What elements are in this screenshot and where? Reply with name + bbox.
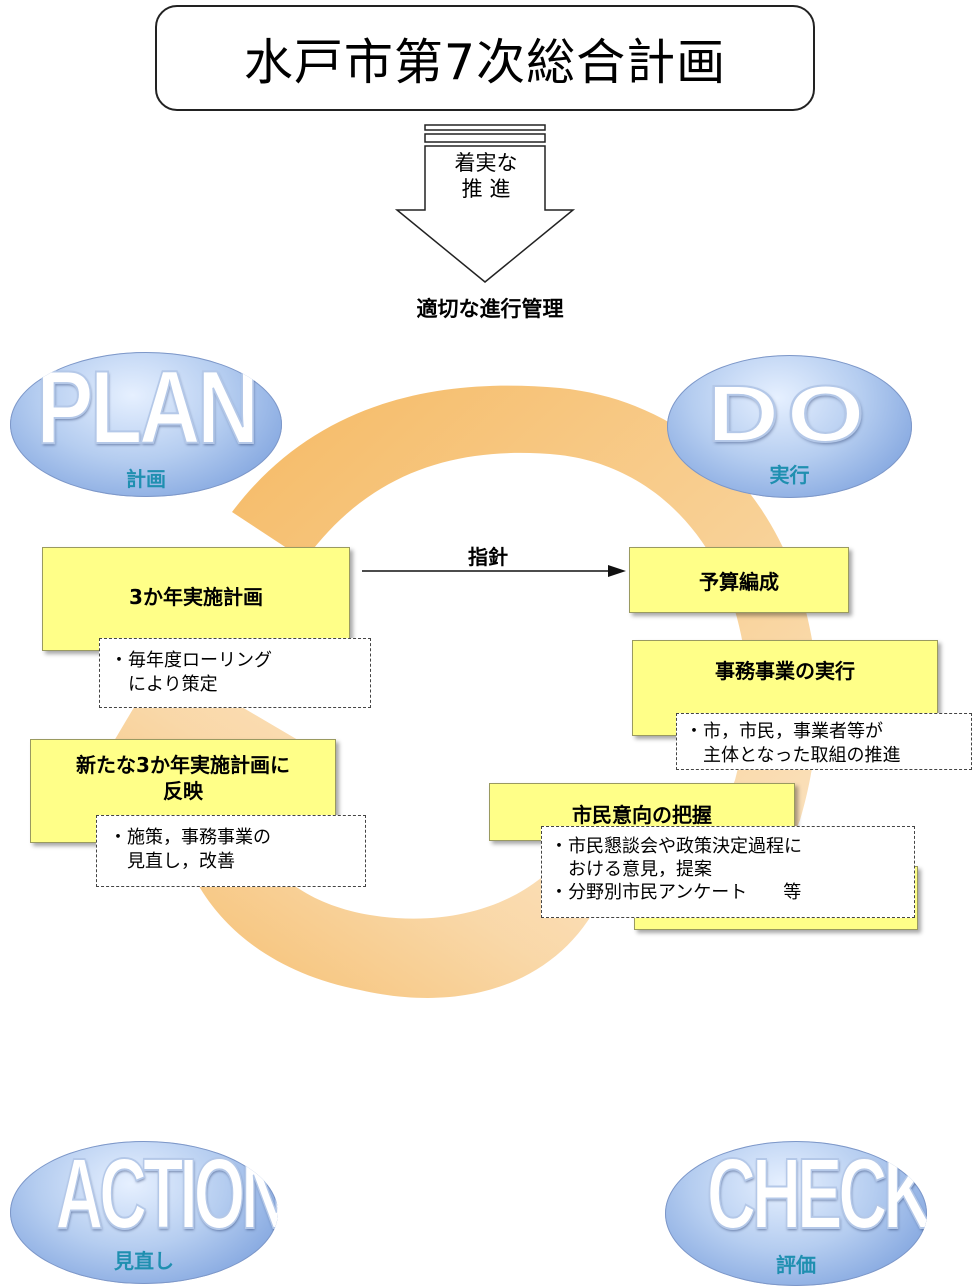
note-line: ・市，市民，事業者等が <box>685 721 883 742</box>
execution-note: ・市，市民，事業者等が 主体となった取組の推進 <box>676 713 972 770</box>
citizen-note: ・市民懇談会や政策決定過程に おける意見，提案 ・分野別市民アンケート 等 <box>541 826 915 918</box>
note-line: 見直し，改善 <box>109 851 235 872</box>
check-sub-label: 評価 <box>776 1253 816 1277</box>
note-line: により策定 <box>110 674 218 695</box>
down-arrow-label-line: 着実な <box>454 151 518 175</box>
guideline-label: 指針 <box>468 545 508 569</box>
management-label: 適切な進行管理 <box>416 297 564 321</box>
note-line: ・施策，事務事業の <box>109 827 271 848</box>
note-line: ・市民懇談会や政策決定過程に <box>550 836 802 857</box>
page-title: 水戸市第7次総合計画 <box>155 5 815 111</box>
down-arrow-label: 着実な 推 進 <box>426 150 546 202</box>
down-arrow-label-line: 推 進 <box>461 177 511 201</box>
three-year-plan-box: 3か年実施計画 <box>42 547 350 651</box>
do-sub-label: 実行 <box>769 463 810 487</box>
check-label: CHECK <box>706 1141 927 1250</box>
do-label: DO <box>706 368 872 459</box>
do-oval: DO 実行 <box>667 355 912 498</box>
note-line: 主体となった取組の推進 <box>685 745 901 766</box>
plan-oval: PLAN 計画 <box>10 352 282 497</box>
new-plan-note: ・施策，事務事業の 見直し，改善 <box>96 815 366 887</box>
new-plan-line: 反映 <box>163 779 203 803</box>
budget-box: 予算編成 <box>629 547 849 613</box>
new-plan-line: 新たな3か年実施計画に <box>76 753 290 777</box>
three-year-plan-note: ・毎年度ローリング により策定 <box>99 638 371 708</box>
action-sub-label: 見直し <box>114 1249 174 1273</box>
down-arrow <box>394 124 576 283</box>
guideline-arrow <box>362 565 626 577</box>
note-line: ・毎年度ローリング <box>110 650 272 671</box>
check-oval: CHECK 評価 <box>665 1141 927 1286</box>
action-label: ACTION <box>55 1141 278 1250</box>
note-line: ・分野別市民アンケート 等 <box>550 882 802 903</box>
note-line: おける意見，提案 <box>550 859 712 880</box>
plan-label: PLAN <box>36 352 260 466</box>
plan-sub-label: 計画 <box>126 467 166 491</box>
action-oval: ACTION 見直し <box>10 1141 278 1284</box>
